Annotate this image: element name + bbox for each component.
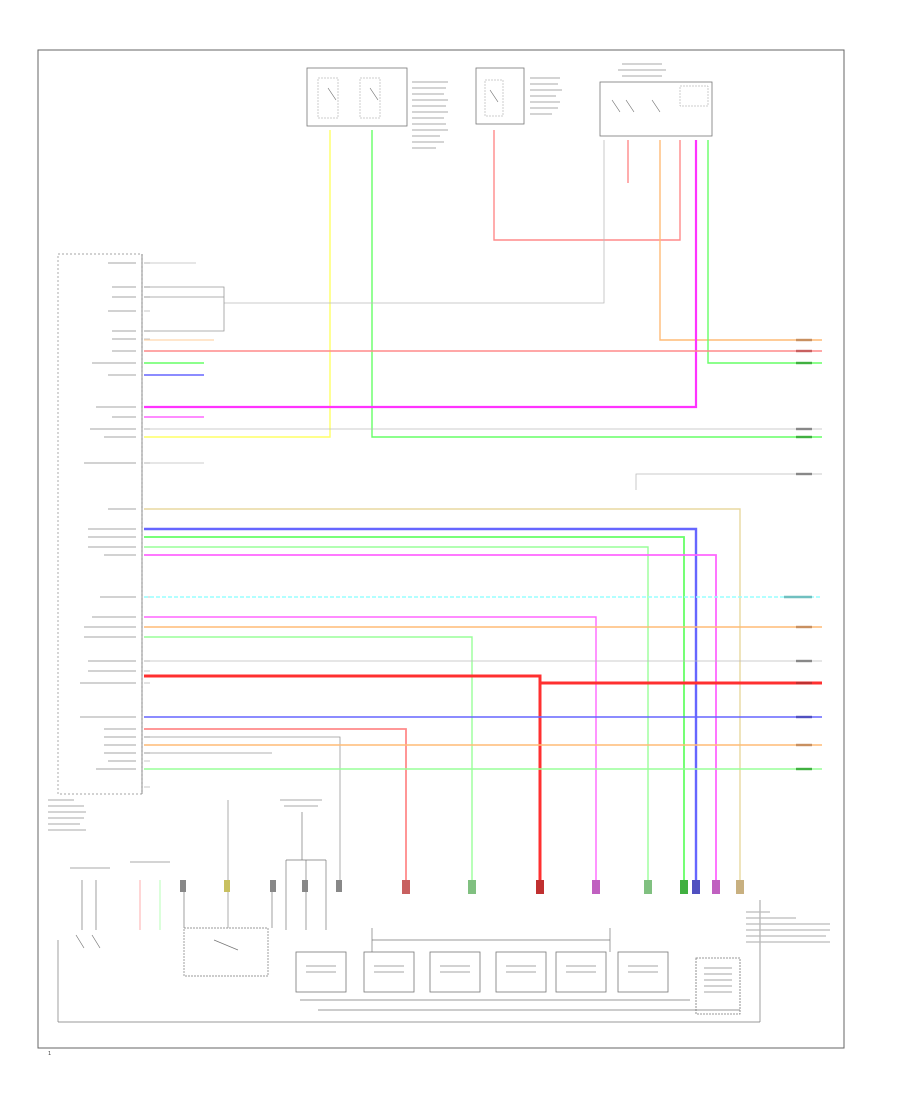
top-vertical-wires: [144, 130, 822, 438]
module-3: [429, 951, 481, 993]
bottom-right-note: [746, 911, 830, 943]
module-7: [695, 957, 741, 1015]
wire-tan-1: [144, 508, 741, 880]
wire-gray-7: [144, 736, 341, 880]
wire-yellow-vertical: [144, 130, 331, 438]
wire-magenta-top: [144, 140, 698, 409]
module-6: [617, 951, 669, 993]
wire-red-top: [493, 130, 681, 241]
bottom-left-switches: [70, 861, 170, 949]
wire-red-3: [144, 728, 407, 880]
page-number: 1: [48, 1051, 51, 1057]
control-module-pin-labels: [80, 262, 136, 770]
top-middle-fuse-box: [475, 67, 525, 125]
top-right-switch-box: [599, 63, 713, 137]
wire-gray-top: [224, 140, 605, 304]
wire-green-vertical: [371, 130, 822, 438]
bottom-modules: [295, 951, 741, 1015]
wire-green-top: [707, 140, 822, 364]
wire-pink-3: [144, 554, 717, 880]
wire-blue-2: [144, 527, 698, 880]
wire-lgreen-2: [144, 536, 685, 880]
ground-block: [280, 799, 327, 930]
wire-gray-9: [635, 473, 822, 490]
wire-red-dark: [144, 674, 542, 880]
diagram-frame: [37, 49, 845, 1049]
module-labels: [306, 965, 732, 993]
module-1: [295, 951, 347, 993]
top-left-relay-box: [306, 67, 408, 127]
bottom-left-note: [48, 799, 86, 831]
bottom-connector-pins: [180, 880, 744, 894]
module-5: [555, 951, 607, 993]
control-module: [57, 253, 143, 795]
horizontal-wires: [144, 262, 822, 880]
wire-green-4: [144, 636, 473, 880]
right-connector-stubs: [784, 338, 812, 771]
module-2: [363, 951, 415, 993]
bottom-bus: [57, 900, 761, 1023]
wire-gray-2: [144, 286, 225, 332]
wire-orange-top: [659, 140, 822, 341]
control-module-pin-numbers: [144, 262, 150, 788]
top-middle-fuse-notes: [530, 77, 562, 115]
top-left-relay-notes: [412, 81, 448, 149]
module-4: [495, 951, 547, 993]
wire-pink-4: [144, 616, 597, 880]
